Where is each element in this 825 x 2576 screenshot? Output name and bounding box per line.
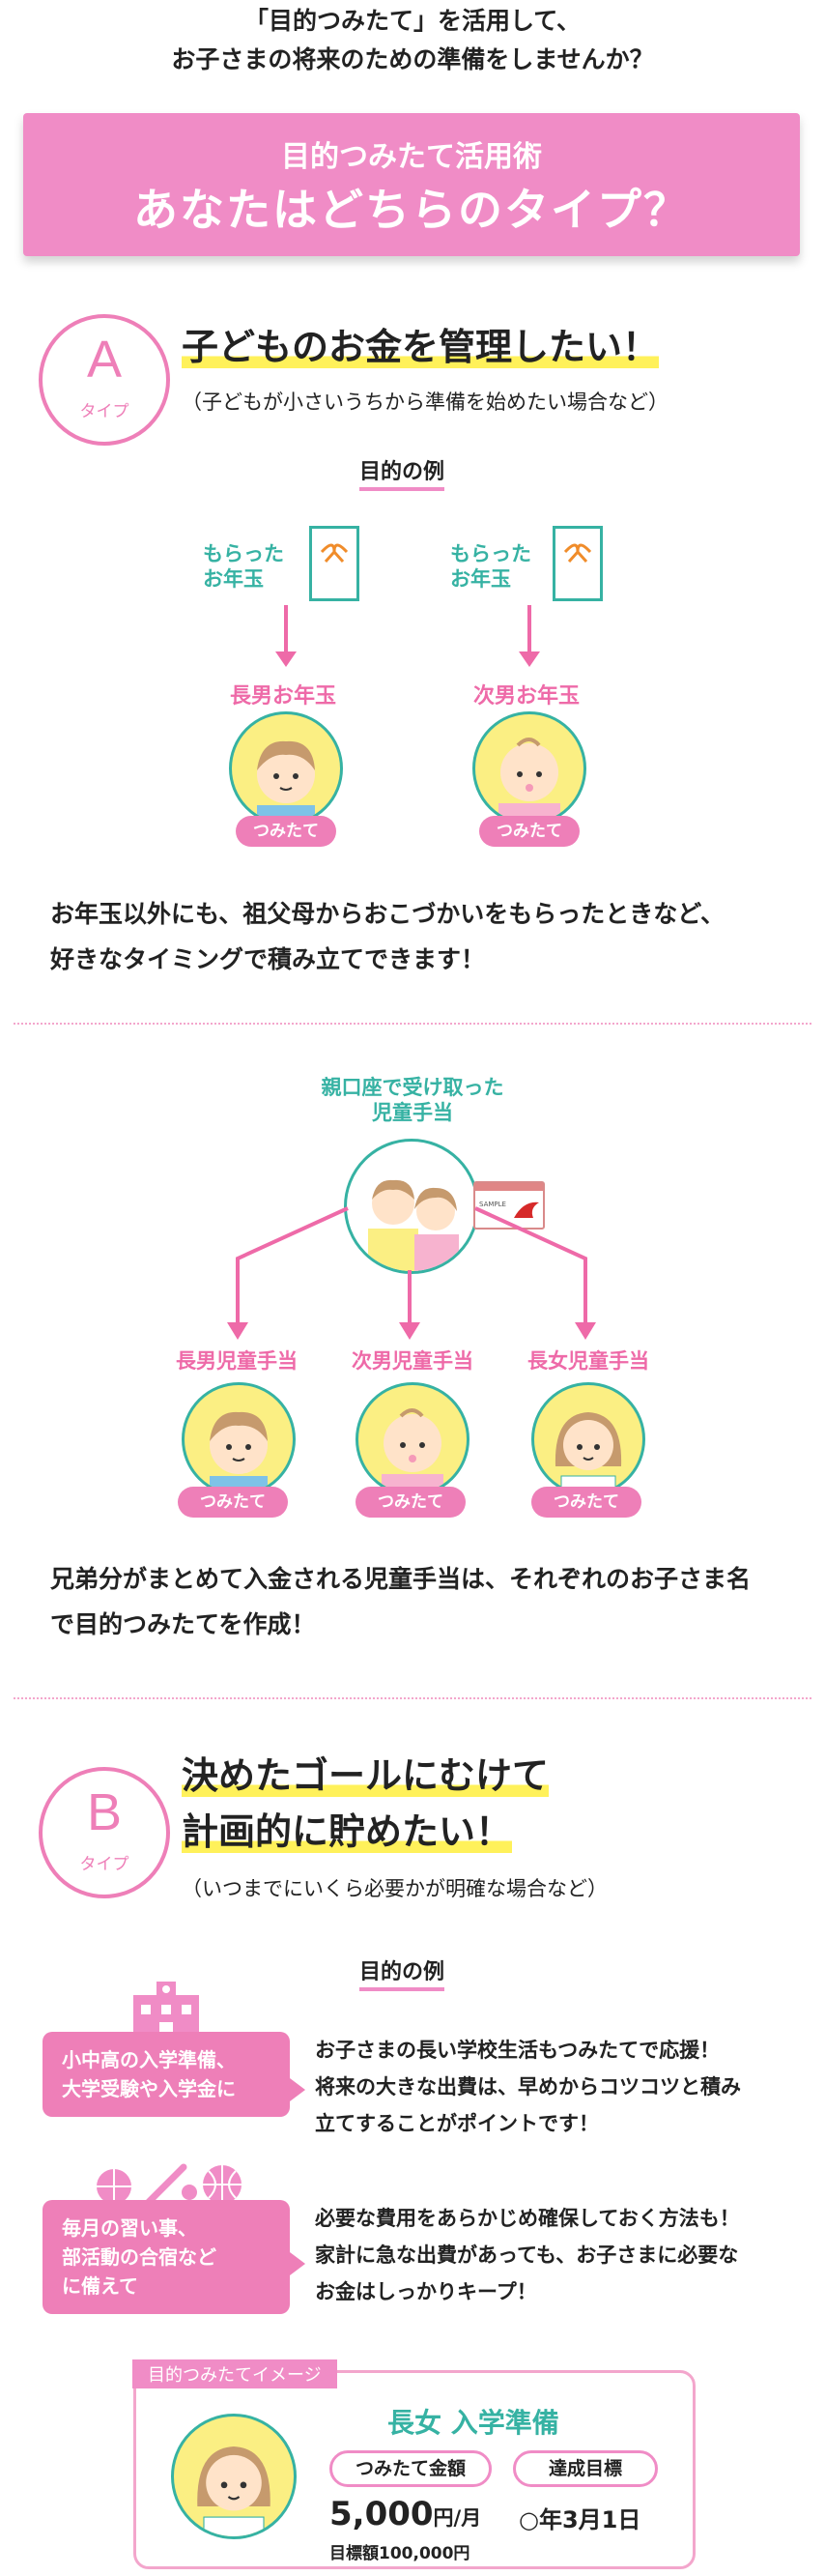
received-line-2: お年玉 xyxy=(203,567,264,591)
baby-avatar-icon xyxy=(356,1382,469,1496)
allowance-child-1: 長男児童手当 つみたて xyxy=(155,1346,319,1520)
amount-label: つみたて金額 xyxy=(329,2450,492,2487)
otoshidama-example-2: もらった お年玉 次男お年玉 つみたて xyxy=(444,522,638,851)
down-arrow-icon xyxy=(527,605,531,655)
tsumitate-pill: つみたて xyxy=(479,816,580,847)
example-2-desc-line-2: 家計に急な出費があっても、お子さまに必要な xyxy=(315,2243,739,2267)
section-divider xyxy=(14,1697,811,1699)
example-1-box-line-2: 大学受験や入学金に xyxy=(62,2077,236,2100)
type-b-example-2-desc: 必要な費用をあらかじめ確保しておく方法も！ 家計に急な出費があっても、お子さまに… xyxy=(315,2200,740,2310)
type-a-example-heading: 目的の例 xyxy=(359,454,445,491)
child-label: 長男お年玉 xyxy=(230,684,337,709)
boy-avatar-icon xyxy=(182,1382,296,1496)
example-2-box-line-1: 毎月の習い事、 xyxy=(62,2216,197,2240)
type-a-description-line-1: お年玉以外にも、祖父母からおこづかいをもらったときなど、 xyxy=(50,900,725,928)
type-b-letter: B xyxy=(86,1783,123,1841)
type-b-example-1-desc: お子さまの長い学校生活もつみたてで応援！ 将来の大きな出費は、早めからコツコツと… xyxy=(315,2032,741,2142)
girl-avatar-icon xyxy=(171,2414,297,2539)
image-card-tag: 目的つみたてイメージ xyxy=(132,2359,337,2388)
type-a-badge: A タイプ xyxy=(39,314,170,446)
tsumitate-pill: つみたて xyxy=(356,1487,466,1518)
type-a-letter: A xyxy=(86,331,123,389)
box-pointer-icon xyxy=(290,2252,305,2275)
type-b-label: タイプ xyxy=(79,1855,129,1874)
amount-unit: 円/月 xyxy=(433,2506,482,2530)
box-pointer-icon xyxy=(290,2078,305,2101)
example-2-desc-line-1: 必要な費用をあらかじめ確保しておく方法も！ xyxy=(315,2207,740,2230)
down-arrow-icon xyxy=(284,605,288,655)
parents-avatar-icon xyxy=(344,1139,479,1274)
type-a-title: 子どものお金を管理したい！ xyxy=(182,319,660,375)
otoshidama-example-1: もらった お年玉 長男お年玉 つみたて xyxy=(203,522,396,851)
child-label: 次男お年玉 xyxy=(473,684,581,709)
section-divider xyxy=(14,1023,811,1025)
allowance-source-line-1: 親口座で受け取った xyxy=(321,1076,504,1099)
type-b-example-2-box: 毎月の習い事、 部活動の合宿など に備えて xyxy=(43,2200,290,2314)
allowance-description: 兄弟分がまとめて入金される児童手当は、それぞれのお子さま名 で目的つみたてを作成… xyxy=(50,1556,751,1647)
allowance-description-line-1: 兄弟分がまとめて入金される児童手当は、それぞれのお子さま名 xyxy=(50,1565,752,1593)
type-a-label: タイプ xyxy=(79,402,129,421)
received-line-1: もらった xyxy=(450,542,531,565)
type-b-title: 決めたゴールにむけて 計画的に貯めたい！ xyxy=(182,1748,550,1860)
example-1-desc-line-2: 将来の大きな出費は、早めからコツコツと積み xyxy=(315,2075,741,2098)
hero-subtitle: 目的つみたて活用術 xyxy=(281,140,542,174)
bankbook-icon: SAMPLE xyxy=(473,1181,545,1230)
down-arrow-head-icon xyxy=(519,651,540,667)
allowance-child-2: 次男児童手当 つみたて xyxy=(330,1346,495,1520)
type-b-note: （いつまでにいくら必要かが明確な場合など） xyxy=(182,1877,608,1900)
intro-text: 「目的つみたて」を活用して、 お子さまの将来のための準備をしませんか？ xyxy=(0,2,825,79)
tsumitate-image-card: 目的つみたてイメージ 長女 入学準備 つみたて金額 達成目標 5,000円/月 … xyxy=(132,2359,696,2569)
received-label: もらった お年玉 xyxy=(450,541,531,592)
type-a-title-text: 子どものお金を管理したい！ xyxy=(182,326,660,368)
child-label: 長男児童手当 xyxy=(176,1349,298,1373)
type-b-title-line-2: 計画的に貯めたい！ xyxy=(182,1810,513,1853)
school-building-icon xyxy=(129,1978,203,2041)
down-arrow-head-icon xyxy=(275,651,297,667)
goal-value: ○年3月1日 xyxy=(519,2506,641,2533)
example-1-box-line-1: 小中高の入学準備、 xyxy=(62,2048,236,2071)
example-2-desc-line-3: お金はしっかりキープ！ xyxy=(315,2280,537,2303)
goal-label: 達成目標 xyxy=(513,2450,658,2487)
sports-balls-icon xyxy=(91,2157,245,2212)
intro-line-1: 「目的つみたて」を活用して、 xyxy=(243,7,581,35)
type-a-description: お年玉以外にも、祖父母からおこづかいをもらったときなど、 好きなタイミングで積み… xyxy=(50,891,725,982)
received-label: もらった お年玉 xyxy=(203,541,284,592)
example-1-desc-line-1: お子さまの長い学校生活もつみたてで応援！ xyxy=(315,2039,721,2062)
allowance-source-label: 親口座で受け取った 児童手当 xyxy=(268,1075,557,1125)
received-line-1: もらった xyxy=(203,542,284,565)
allowance-description-line-2: で目的つみたてを作成！ xyxy=(50,1610,316,1638)
envelope-icon xyxy=(553,526,603,601)
example-2-box-line-3: に備えて xyxy=(62,2274,138,2298)
baby-avatar-icon xyxy=(472,711,586,825)
envelope-icon xyxy=(309,526,359,601)
allowance-source-line-2: 児童手当 xyxy=(372,1101,453,1124)
amount-number: 5,000 xyxy=(329,2495,434,2533)
type-b-example-1-box: 小中高の入学準備、 大学受験や入学金に xyxy=(43,2032,290,2117)
branch-arrows-icon xyxy=(227,1206,596,1340)
hero-title: あなたはどちらのタイプ？ xyxy=(133,184,690,236)
example-1-desc-line-3: 立てすることがポイントです！ xyxy=(315,2112,599,2135)
type-a-note: （子どもが小さいうちから準備を始めたい場合など） xyxy=(182,391,669,414)
image-card-title: 長女 入学準備 xyxy=(387,2407,559,2439)
example-2-box-line-2: 部活動の合宿など xyxy=(62,2245,216,2269)
child-label: 次男児童手当 xyxy=(352,1349,473,1373)
intro-line-2: お子さまの将来のための準備をしませんか？ xyxy=(171,45,654,73)
tsumitate-pill: つみたて xyxy=(236,816,336,847)
tsumitate-pill: つみたて xyxy=(531,1487,641,1518)
tsumitate-pill: つみたて xyxy=(178,1487,288,1518)
received-line-2: お年玉 xyxy=(450,567,511,591)
target-amount: 目標額100,000円 xyxy=(329,2544,470,2563)
amount-value: 5,000円/月 xyxy=(329,2495,481,2533)
type-b-title-line-1: 決めたゴールにむけて xyxy=(182,1754,550,1797)
boy-avatar-icon xyxy=(229,711,343,825)
child-label: 長女児童手当 xyxy=(527,1349,649,1373)
hero-banner: 目的つみたて活用術 あなたはどちらのタイプ？ xyxy=(23,113,800,256)
type-b-example-heading: 目的の例 xyxy=(359,1954,445,1991)
allowance-child-3: 長女児童手当 つみたて xyxy=(506,1346,670,1520)
type-a-description-line-2: 好きなタイミングで積み立てできます！ xyxy=(50,945,486,973)
type-b-badge: B タイプ xyxy=(39,1767,170,1898)
bankbook-label: SAMPLE xyxy=(479,1201,506,1208)
girl-avatar-icon xyxy=(531,1382,645,1496)
